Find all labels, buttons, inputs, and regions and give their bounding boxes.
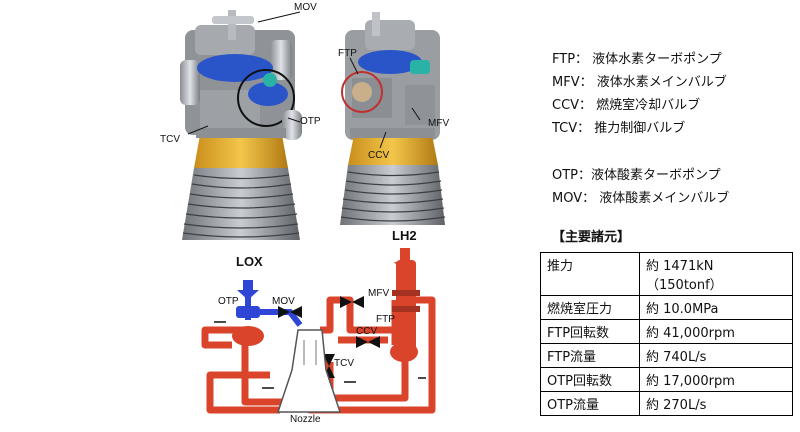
spec-value-line: （150tonf）: [646, 278, 723, 293]
otp-pump: [236, 306, 260, 318]
table-row: OTP回転数 約 17,000rpm: [540, 367, 793, 392]
spec-key: FTP流量: [540, 343, 640, 368]
spec-table: 推力 約 1471kN （150tonf） 燃焼室圧力 約 10.0MPa FT…: [540, 252, 793, 416]
schematic-label-mov: MOV: [272, 296, 295, 307]
mov-valve-icon: [278, 306, 302, 318]
schematic-label-ftp: FTP: [376, 314, 395, 325]
glossary-item: FTP： 液体水素ターボポンプ: [552, 52, 722, 67]
engine-label-tcv: TCV: [160, 134, 180, 145]
spec-value: 約 270L/s: [639, 391, 793, 416]
schematic-label-mfv: MFV: [368, 288, 389, 299]
ftp-pump: [396, 260, 416, 350]
glossary-item: MOV： 液体酸素メインバルブ: [552, 191, 730, 206]
table-row: FTP回転数 約 41,000rpm: [540, 319, 793, 344]
schematic-label-nozzle: Nozzle: [290, 414, 321, 425]
glossary-item: MFV： 液体水素メインバルブ: [552, 75, 727, 90]
table-row: OTP流量 約 270L/s: [540, 391, 793, 416]
table-row: 燃焼室圧力 約 10.0MPa: [540, 295, 793, 320]
spec-value-line: 約 1471kN: [646, 259, 714, 274]
engine-label-ccv: CCV: [368, 150, 389, 161]
spec-value: 約 10.0MPa: [639, 295, 793, 320]
spec-value: 約 17,000rpm: [639, 367, 793, 392]
ccv-valve-icon: [356, 336, 380, 348]
mfv-valve-icon: [340, 296, 364, 308]
glossary-item: CCV： 燃焼室冷却バルブ: [552, 98, 701, 113]
nozzle-shape: [276, 329, 342, 413]
glossary-item: TCV： 推力制御バルブ: [552, 121, 686, 136]
glossary-fuel: FTP： 液体水素ターボポンプ MFV： 液体水素メインバルブ CCV： 燃焼室…: [552, 48, 792, 140]
engine-label-ftp: FTP: [338, 48, 357, 59]
spec-key: 推力: [540, 252, 640, 296]
spec-value: 約 1471kN （150tonf）: [639, 252, 793, 296]
spec-key: FTP回転数: [540, 319, 640, 344]
flow-schematic: LOX LH2 OTP MOV MFV FTP CCV TCV Nozzle: [201, 228, 436, 425]
left-engine: MOV OTP TCV: [160, 2, 321, 240]
table-row: FTP流量 約 740L/s: [540, 343, 793, 368]
spec-value: 約 41,000rpm: [639, 319, 793, 344]
spec-key: OTP流量: [540, 391, 640, 416]
table-row: 推力 約 1471kN （150tonf）: [540, 252, 793, 296]
lox-arrow-icon: [237, 280, 259, 300]
engine-label-mfv: MFV: [428, 118, 449, 129]
spec-key: 燃焼室圧力: [540, 295, 640, 320]
engine-illustration: MOV OTP TCV FTP MFV CCV: [160, 2, 449, 425]
engine-label-otp: OTP: [300, 116, 321, 127]
engine-label-mov: MOV: [294, 2, 317, 13]
spec-key: OTP回転数: [540, 367, 640, 392]
lh2-arrow-icon: [394, 248, 416, 274]
glossary-oxidizer: OTP：液体酸素ターボポンプ MOV： 液体酸素メインバルブ: [552, 164, 792, 210]
schematic-label-tcv: TCV: [334, 358, 354, 369]
spec-title: 【主要諸元】: [552, 230, 631, 245]
schematic-label-ccv: CCV: [356, 326, 377, 337]
right-engine: FTP MFV CCV: [338, 12, 449, 225]
spec-value: 約 740L/s: [639, 343, 793, 368]
schematic-label-lox: LOX: [236, 254, 263, 269]
schematic-label-otp: OTP: [218, 296, 239, 307]
glossary-item: OTP：液体酸素ターボポンプ: [552, 168, 721, 183]
schematic-label-lh2: LH2: [392, 228, 417, 243]
